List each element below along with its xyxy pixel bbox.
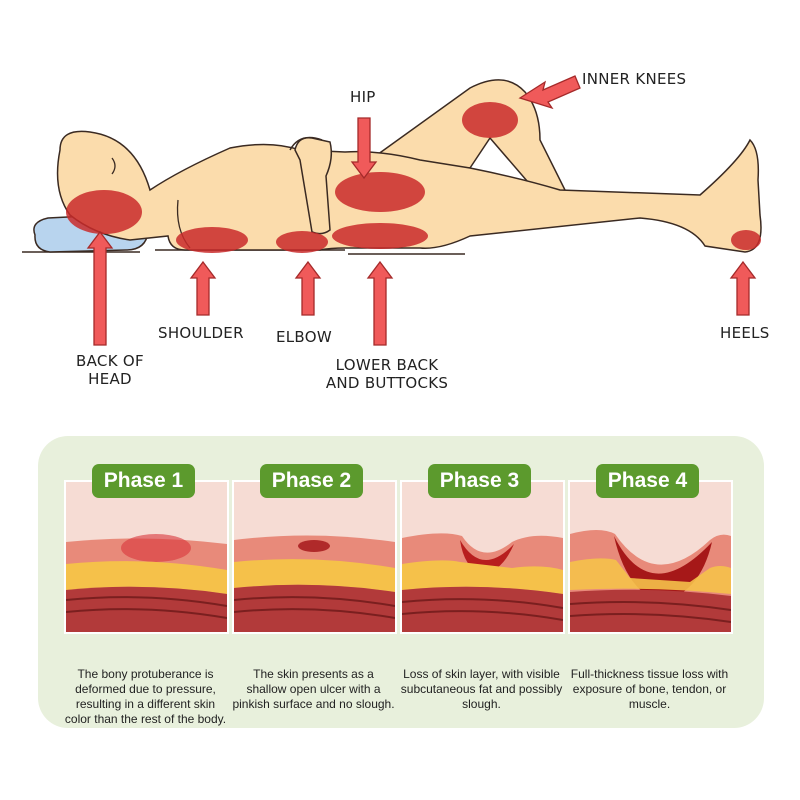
pressure-zone-hip (335, 172, 425, 212)
phase-3-description: Loss of skin layer, with visible subcuta… (400, 667, 563, 711)
label-inner-knees: INNER KNEES (582, 70, 687, 88)
label-back-of-head: BACK OF HEAD (76, 352, 144, 388)
pressure-ulcer-phases-panel: Phase 1 The bony protuberance is deforme… (38, 436, 764, 728)
arrow-lower-back (366, 260, 394, 346)
pressure-zone-buttocks (332, 223, 428, 249)
phase-1-card: Phase 1 The bony protuberance is deforme… (64, 464, 229, 726)
body-pressure-figure: INNER KNEES HIP SHOULDER ELBOW BACK OF H… (22, 70, 770, 392)
phase-4-description: Full-thickness tissue loss with exposure… (570, 667, 729, 711)
phase-3-badge: Phase 3 (428, 464, 531, 498)
arrow-heels (729, 260, 757, 316)
phase-1-illustration (64, 480, 229, 634)
label-lower-back-buttocks: LOWER BACK AND BUTTOCKS (325, 356, 449, 392)
hand (289, 136, 323, 151)
phase-4-badge: Phase 4 (596, 464, 699, 498)
label-heels: HEELS (720, 324, 770, 342)
label-shoulder: SHOULDER (158, 324, 244, 342)
phase-2-description: The skin presents as a shallow open ulce… (232, 667, 395, 711)
label-elbow: ELBOW (276, 328, 332, 346)
pressure-zone-head (66, 190, 142, 234)
pressure-zone-knees (462, 102, 518, 138)
phase-4-card: Phase 4 Full-thickness tissue loss with … (568, 464, 733, 711)
phase-4-illustration (568, 480, 733, 634)
ear (111, 157, 116, 175)
lying-body-illustration (22, 75, 762, 346)
phase-2-card: Phase 2 The skin presents as a shallow o… (232, 464, 397, 711)
phase-2-badge: Phase 2 (260, 464, 363, 498)
arrow-back-of-head (86, 230, 114, 346)
label-hip: HIP (350, 88, 376, 106)
pressure-zone-heels (731, 230, 761, 250)
pressure-zone-elbow (276, 231, 328, 253)
arrow-inner-knees (518, 75, 581, 110)
phase-1-description: The bony protuberance is deformed due to… (64, 667, 227, 726)
phase-3-illustration (400, 480, 565, 634)
pressure-zone-shoulder (176, 227, 248, 253)
phase-1-badge: Phase 1 (92, 464, 195, 498)
arrow-shoulder (189, 260, 217, 316)
phase-2-illustration (232, 480, 397, 634)
arrow-hip (350, 117, 378, 180)
phase-3-card: Phase 3 Loss of skin layer, with visible… (400, 464, 565, 711)
arrow-elbow (294, 260, 322, 316)
